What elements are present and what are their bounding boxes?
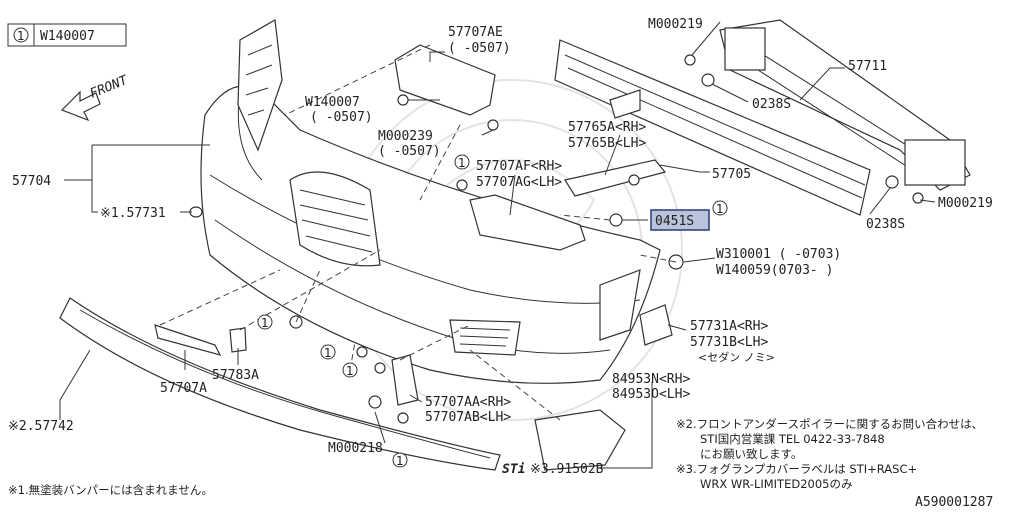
label-57705: 57705	[712, 167, 751, 182]
circle-marker: 1	[342, 362, 358, 378]
label-57704: 57704	[12, 174, 51, 189]
label-57711: 57711	[848, 59, 887, 74]
reinforcement-bar	[554, 39, 871, 216]
note-2-line-1: ※2.フロントアンダースポイラーに関するお問い合わせは、	[676, 417, 983, 431]
bumper-absorber	[719, 19, 971, 191]
footnotes: ※2.フロントアンダースポイラーに関するお問い合わせは、 STI国内営業課 TE…	[8, 417, 993, 510]
label-0238s-right: 0238S	[866, 217, 905, 232]
label-m000239: M000239	[378, 129, 433, 144]
note-1: ※1.無塗装バンパーには含まれません。	[8, 483, 213, 497]
label-57707aa: 57707AA<RH>	[425, 395, 511, 410]
label-57731-note: ※1.57731	[100, 206, 166, 221]
label-57707ae-range: ( -0507)	[448, 41, 511, 56]
label-0451s: 0451S	[655, 214, 694, 229]
note-3-line-1: ※3.フォグランプカバーラベルは STI+RASC+	[676, 462, 917, 476]
label-57742-note: ※2.57742	[8, 419, 74, 434]
label-m000219-right: M000219	[938, 196, 993, 211]
label-m000218: M000218	[328, 441, 383, 456]
label-57707ab: 57707AB<LH>	[425, 410, 511, 425]
circle-marker: 1	[712, 200, 728, 216]
svg-text:1: 1	[261, 316, 269, 330]
front-arrow: FRONT	[60, 73, 131, 122]
label-w140007-range: ( -0507)	[310, 110, 373, 125]
label-0238s-top: 0238S	[752, 97, 791, 112]
legend-circle-number: 1	[17, 29, 25, 43]
label-57783a: 57783A	[212, 368, 259, 383]
circle-marker: 1	[320, 344, 336, 360]
legend-part-number: W140007	[40, 29, 95, 44]
circle-marker: 1	[257, 314, 273, 330]
label-w310001: W310001 ( -0703)	[716, 247, 841, 262]
label-m000219-top: M000219	[648, 17, 703, 32]
highlight-box	[650, 209, 710, 231]
circle-marker: 1	[454, 154, 470, 170]
note-2-line-3: にお願い致します。	[700, 447, 802, 461]
label-57731a: 57731A<RH>	[690, 319, 768, 334]
label-w140007: W140007	[305, 95, 360, 110]
highlight-0451s[interactable]: 0451S	[650, 209, 710, 231]
legend-box: 1 W140007	[7, 23, 127, 47]
assembly-lines	[159, 44, 677, 421]
part-labels: 57707AE ( -0507) W140007 ( -0507) M00023…	[8, 17, 993, 477]
circle-marker: 1	[392, 452, 408, 468]
label-57707a: 57707A	[160, 381, 207, 396]
svg-text:1: 1	[458, 156, 466, 170]
note-2-line-2: STI国内営業課 TEL 0422-33-7848	[700, 432, 885, 446]
under-spoiler	[59, 297, 501, 471]
label-57765a: 57765A<RH>	[568, 120, 646, 135]
label-sedan-only: <セダン ノミ>	[698, 350, 775, 364]
svg-text:1: 1	[346, 364, 354, 378]
label-57707af: 57707AF<RH>	[476, 159, 562, 174]
leader-lines	[59, 21, 936, 469]
front-bumper	[200, 19, 661, 384]
svg-text:1: 1	[396, 454, 404, 468]
small-parts	[154, 44, 924, 471]
label-84953o: 84953O<LH>	[612, 387, 690, 402]
label-57765b: 57765B<LH>	[568, 136, 646, 151]
label-57707ae: 57707AE	[448, 25, 503, 40]
note-3-line-2: WRX WR-LIMITED2005のみ	[700, 477, 852, 491]
front-label: FRONT	[88, 73, 131, 102]
svg-text:1: 1	[716, 202, 724, 216]
label-w140059: W140059(0703- )	[716, 263, 833, 278]
diagram-id: A590001287	[915, 495, 993, 510]
label-57707ag: 57707AG<LH>	[476, 175, 562, 190]
label-91502b-note: ※3.91502B	[530, 462, 604, 477]
label-57731b: 57731B<LH>	[690, 335, 768, 350]
sti-logo: STi	[502, 462, 525, 477]
circle-markers: 1 1 1 1 1 1	[257, 154, 728, 468]
label-84953n: 84953N<RH>	[612, 372, 690, 387]
svg-text:1: 1	[324, 346, 332, 360]
label-m000239-range: ( -0507)	[378, 144, 441, 159]
